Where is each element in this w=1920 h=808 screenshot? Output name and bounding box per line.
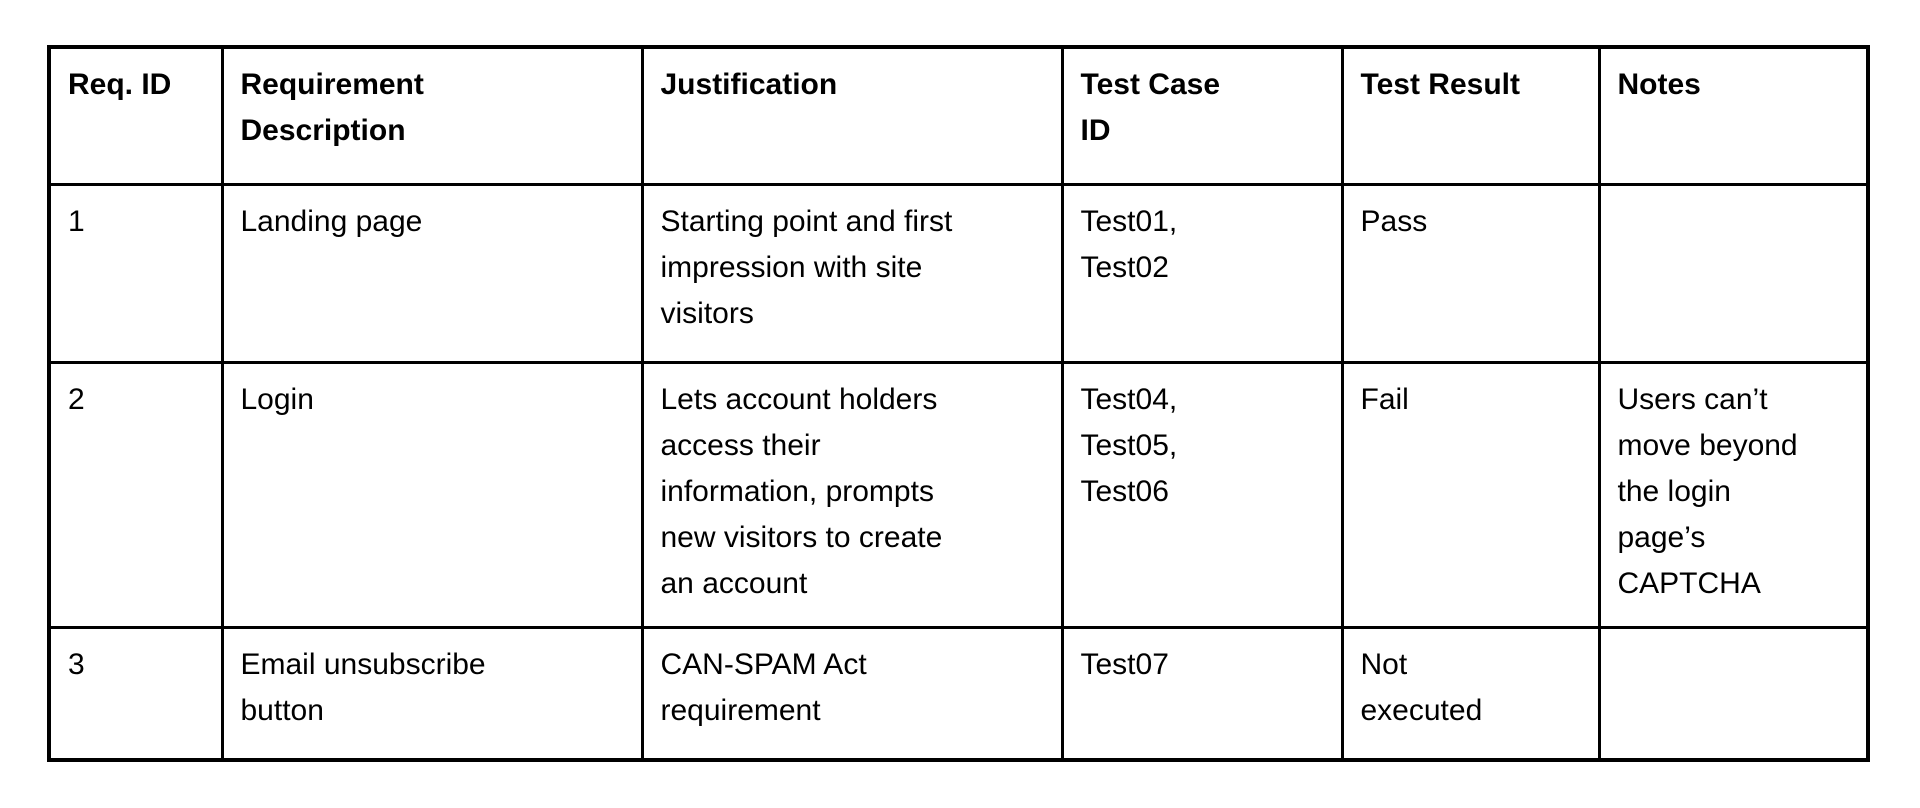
cell-requirement-description: Landing page xyxy=(220,182,644,364)
cell-justification: Lets account holders access their inform… xyxy=(640,360,1064,629)
table-row: 2 Login Lets account holders access thei… xyxy=(47,360,1870,629)
cell-test-result: Pass xyxy=(1340,182,1601,364)
requirements-traceability-table: Req. ID Requirement Description Justific… xyxy=(47,45,1870,762)
cell-req-id: 2 xyxy=(47,360,224,629)
column-header-notes: Notes xyxy=(1597,45,1870,186)
cell-notes: Users can’t move beyond the login page’s… xyxy=(1597,360,1870,629)
cell-requirement-description: Login xyxy=(220,360,644,629)
cell-notes xyxy=(1597,625,1870,762)
table-header-row: Req. ID Requirement Description Justific… xyxy=(47,45,1870,186)
cell-test-case-id: Test01, Test02 xyxy=(1060,182,1344,364)
cell-notes xyxy=(1597,182,1870,364)
cell-justification: Starting point and first impression with… xyxy=(640,182,1064,364)
column-header-justification: Justification xyxy=(640,45,1064,186)
column-header-test-result: Test Result xyxy=(1340,45,1601,186)
cell-test-case-id: Test04, Test05, Test06 xyxy=(1060,360,1344,629)
table-row: 3 Email unsubscribe button CAN-SPAM Act … xyxy=(47,625,1870,762)
column-header-requirement-description: Requirement Description xyxy=(220,45,644,186)
table-row: 1 Landing page Starting point and first … xyxy=(47,182,1870,364)
cell-req-id: 3 xyxy=(47,625,224,762)
column-header-req-id: Req. ID xyxy=(47,45,224,186)
cell-test-case-id: Test07 xyxy=(1060,625,1344,762)
cell-test-result: Fail xyxy=(1340,360,1601,629)
column-header-test-case-id: Test Case ID xyxy=(1060,45,1344,186)
cell-test-result: Not executed xyxy=(1340,625,1601,762)
cell-justification: CAN-SPAM Act requirement xyxy=(640,625,1064,762)
cell-requirement-description: Email unsubscribe button xyxy=(220,625,644,762)
cell-req-id: 1 xyxy=(47,182,224,364)
